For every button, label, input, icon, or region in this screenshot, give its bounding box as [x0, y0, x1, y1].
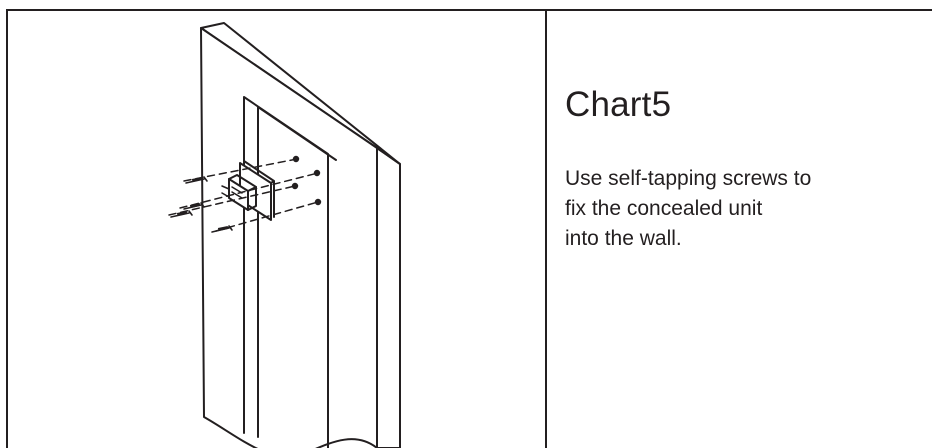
step-description-line-1: Use self-tapping screws to	[565, 167, 812, 190]
instruction-frame	[6, 9, 932, 448]
wall-recess-inner	[257, 106, 337, 438]
instruction-text-panel: Chart5 Use self-tapping screws to fix th…	[547, 11, 932, 448]
wall-mount-illustration	[8, 11, 545, 448]
wall-mount-screws-diagram-icon	[168, 22, 401, 448]
step-description-line-2: fix the concealed unit	[565, 197, 763, 220]
concealed-unit-ports	[221, 185, 243, 199]
screw-threads	[176, 176, 229, 231]
column-divider	[545, 9, 547, 448]
wall-front-face	[200, 27, 378, 448]
mounting-plate-edge	[243, 160, 275, 218]
wall-screw-points	[291, 155, 322, 206]
screw-guide-lines	[168, 158, 319, 232]
wall-side-face	[376, 147, 401, 448]
concealed-unit-side	[247, 186, 257, 211]
step-description-line-3: into the wall.	[565, 227, 682, 250]
step-title: Chart5	[565, 85, 672, 124]
step-description: Use self-tapping screws to fix the conce…	[565, 164, 905, 254]
